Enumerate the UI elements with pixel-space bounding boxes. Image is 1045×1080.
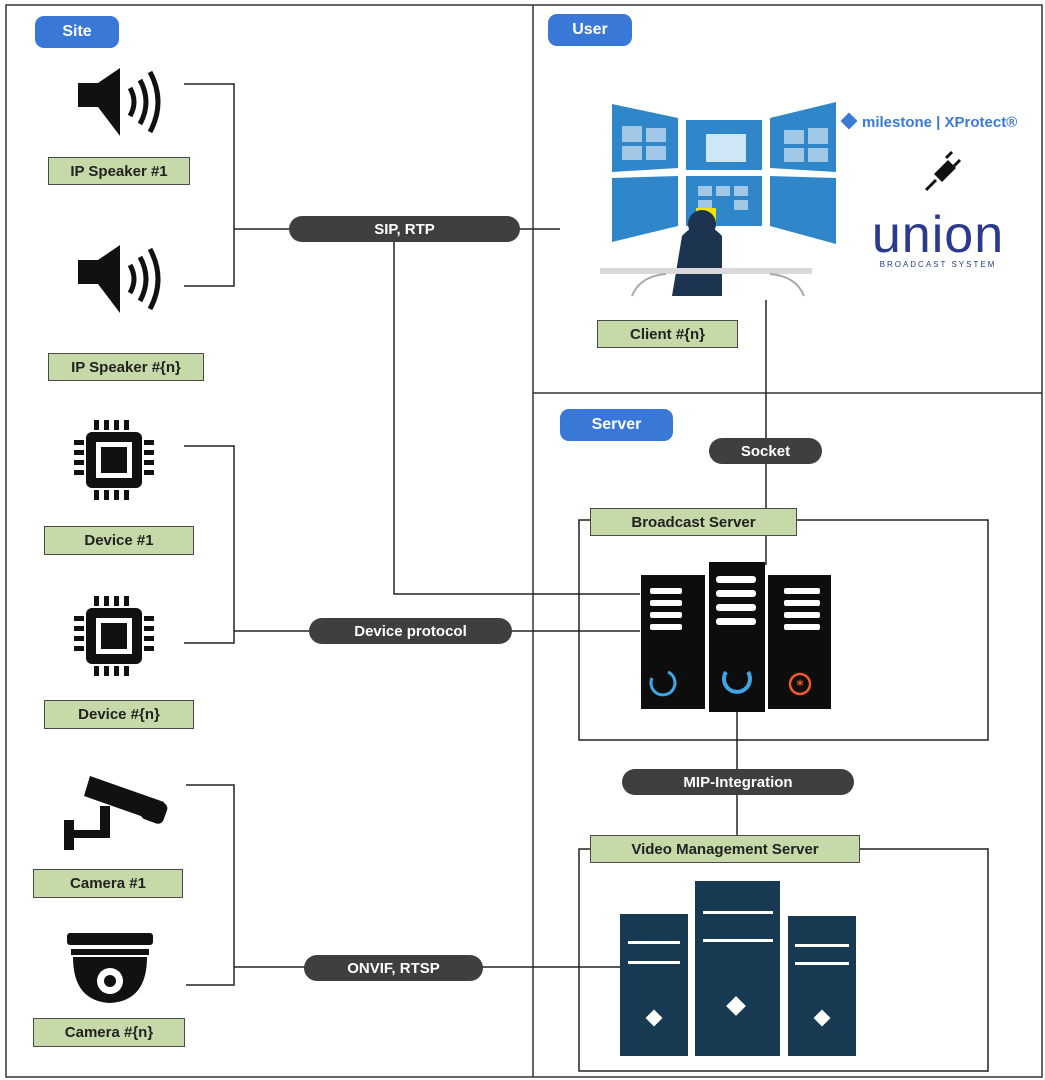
plug-icon xyxy=(924,150,962,192)
monitor-wall-icon xyxy=(600,102,836,297)
milestone-logo-text: milestone | XProtect® xyxy=(862,114,1018,131)
label-device-1: Device #1 xyxy=(44,526,194,555)
vms-server-icon xyxy=(620,881,856,1056)
label-client-n: Client #{n} xyxy=(597,320,738,348)
zone-borders xyxy=(5,4,1043,1078)
milestone-logo: milestone | XProtect® xyxy=(840,112,1018,131)
label-broadcast-server: Broadcast Server xyxy=(590,508,797,536)
zone-tag-server: Server xyxy=(560,409,673,441)
zone-tag-site: Site xyxy=(35,16,119,48)
protocol-device: Device protocol xyxy=(309,618,512,644)
protocol-sip-rtp: SIP, RTP xyxy=(289,216,520,242)
label-video-management-server: Video Management Server xyxy=(590,835,860,863)
protocol-onvif-rtsp: ONVIF, RTSP xyxy=(304,955,483,981)
svg-text:*: * xyxy=(796,678,804,694)
speaker-icon xyxy=(78,245,161,313)
chip-icon xyxy=(74,420,154,500)
dome-camera-icon xyxy=(67,933,153,1003)
union-logo: union xyxy=(871,206,1005,264)
label-camera-n: Camera #{n} xyxy=(33,1018,185,1047)
zone-tag-user: User xyxy=(548,14,632,46)
chip-icon xyxy=(74,596,154,676)
label-camera-1: Camera #1 xyxy=(33,869,183,898)
label-device-n: Device #{n} xyxy=(44,700,194,729)
label-ip-speaker-1: IP Speaker #1 xyxy=(48,157,190,185)
label-ip-speaker-n: IP Speaker #{n} xyxy=(48,353,204,381)
protocol-socket: Socket xyxy=(709,438,822,464)
milestone-diamond-icon xyxy=(840,112,858,130)
server-rack-icon: * xyxy=(641,562,831,712)
bullet-camera-icon xyxy=(64,776,168,850)
union-logo-subtitle: BROADCAST SYSTEM xyxy=(879,260,997,269)
speaker-icon xyxy=(78,68,161,136)
protocol-mip-integration: MIP-Integration xyxy=(622,769,854,795)
